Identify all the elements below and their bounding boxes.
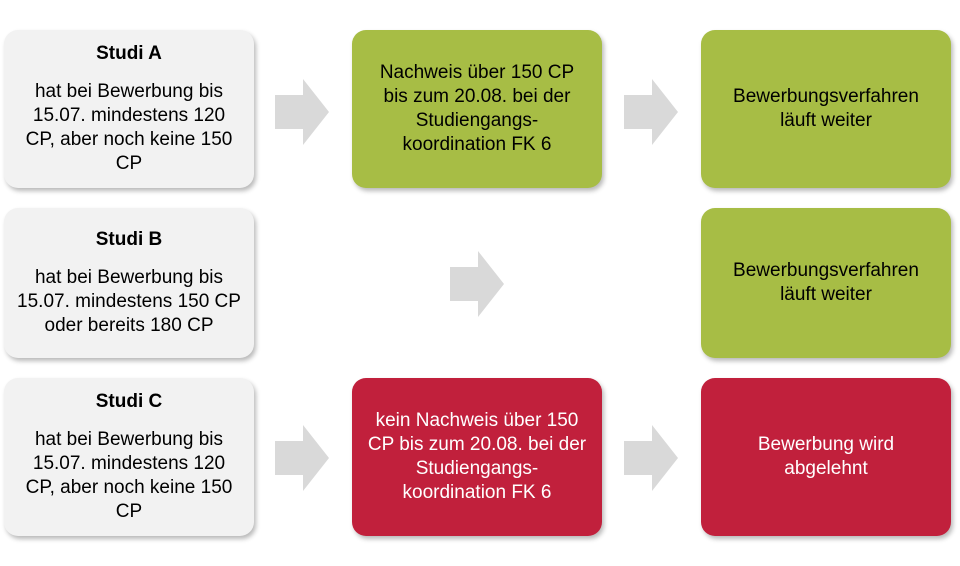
- arrow-right-icon: [624, 425, 678, 491]
- student-text-b: hat bei Bewerbung bis 15.07. mindestens …: [17, 267, 241, 336]
- student-text-a: hat bei Bewerbung bis 15.07. mindestens …: [25, 81, 233, 174]
- result-text-b: Bewerbungsverfahren läuft weiter: [733, 260, 919, 305]
- condition-box-c: kein Nachweis über 150 CP bis zum 20.08.…: [352, 378, 602, 536]
- arrow-right-icon: [275, 79, 329, 145]
- student-title-b: Studi B: [95, 229, 163, 250]
- condition-text-c: kein Nachweis über 150 CP bis zum 20.08.…: [367, 410, 587, 503]
- result-box-c: Bewerbung wird abgelehnt: [701, 378, 951, 536]
- result-box-a: Bewerbungsverfahren läuft weiter: [701, 30, 951, 188]
- condition-box-a: Nachweis über 150 CP bis zum 20.08. bei …: [352, 30, 602, 188]
- student-box-a: Studi A hat bei Bewerbung bis 15.07. min…: [4, 30, 254, 188]
- result-text-c: Bewerbung wird abgelehnt: [757, 434, 895, 479]
- student-box-b: Studi B hat bei Bewerbung bis 15.07. min…: [4, 208, 254, 358]
- student-title-c: Studi C: [95, 391, 163, 412]
- arrow-right-icon: [624, 79, 678, 145]
- student-box-c: Studi C hat bei Bewerbung bis 15.07. min…: [4, 378, 254, 536]
- student-text-c: hat bei Bewerbung bis 15.07. mindestens …: [25, 429, 233, 522]
- result-box-b: Bewerbungsverfahren läuft weiter: [701, 208, 951, 358]
- condition-text-a: Nachweis über 150 CP bis zum 20.08. bei …: [379, 62, 575, 155]
- arrow-right-icon: [275, 425, 329, 491]
- student-title-a: Studi A: [96, 43, 162, 64]
- result-text-a: Bewerbungsverfahren läuft weiter: [733, 86, 919, 131]
- arrow-right-icon: [450, 251, 504, 317]
